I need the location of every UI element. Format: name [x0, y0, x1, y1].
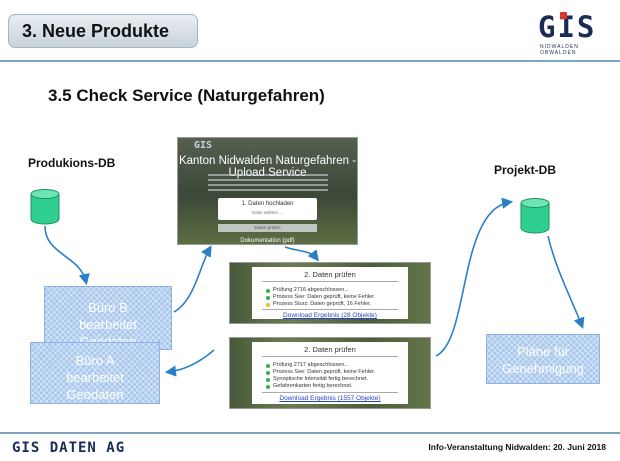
upload-step1-label: 1. Daten hochladen — [241, 201, 294, 207]
title-tab: 3. Neue Produkte — [8, 14, 198, 48]
result-2-item: Synoptische Intensität fertig berechnet. — [266, 376, 375, 383]
result-1-list: Prüfung 2716 abgeschlossen... Prozess Se… — [266, 287, 375, 308]
result-2-item: Prüfung 2717 abgeschlossen... — [266, 362, 375, 369]
buero-a-line3: Geodaten — [66, 387, 124, 402]
logo-dot — [560, 12, 567, 19]
buero-b-line1: Büro B — [88, 300, 128, 315]
arrow-db-to-buero-b — [44, 225, 90, 286]
plaene-line2: Genehmigung — [502, 361, 584, 376]
arrow-result-2-to-projekt-db — [435, 197, 514, 357]
documentation-link[interactable]: Dokumentation (pdf) — [240, 238, 295, 244]
projekt-db-icon — [520, 198, 550, 234]
result-1-item: Prozess Sturz: Daten geprüft, 16 Fehler. — [266, 301, 375, 308]
arrow-result-2-to-buero-a — [164, 349, 215, 377]
result-1-rule — [262, 309, 398, 310]
event-info: Info-Veranstaltung Nidwalden: 20. Juni 2… — [428, 442, 606, 452]
gis-logo: GIS NIDWALDEN OBWALDEN — [538, 10, 606, 56]
result-2-heading: 2. Daten prüfen — [304, 345, 356, 354]
buero-b-line3: Geodaten — [45, 333, 171, 350]
logo-tagline: NIDWALDEN OBWALDEN — [540, 44, 579, 56]
projekt-db-label: Projekt-DB — [494, 163, 557, 177]
upload-step1-hint: Datei wählen ... — [251, 210, 284, 215]
upload-step1-box[interactable]: 1. Daten hochladen Datei wählen ... — [218, 198, 317, 220]
slide-title: 3. Neue Produkte — [22, 21, 170, 41]
buero-b-line2: bearbeitet — [79, 317, 137, 332]
plaene-line1: Pläne für — [516, 344, 570, 359]
plaene-box: Pläne für Genehmigung — [486, 334, 600, 384]
arrow-upload-to-result-1 — [284, 246, 319, 262]
result-2-download-link[interactable]: Download Ergebnis (1557 Objekte) — [279, 395, 381, 402]
result-2-rule — [262, 356, 398, 357]
buero-b-box: Büro B bearbeitet Geodaten — [44, 286, 172, 350]
result-1-item: Prüfung 2716 abgeschlossen... — [266, 287, 375, 294]
upload-service-screenshot: GIS Kanton Nidwalden Naturgefahren - Upl… — [177, 137, 358, 245]
result-1-item: Prozess See: Daten geprüft, keine Fehler… — [266, 294, 375, 301]
buero-a-box: Büro A bearbeitet Geodaten — [30, 342, 160, 404]
result-1-download-link[interactable]: Download Ergebnis (28 Objekte) — [283, 312, 377, 319]
produktions-db-label: Produkions-DB — [28, 156, 116, 170]
daten-pruefen-button[interactable]: Daten prüfen — [218, 224, 317, 232]
footer: GIS DATEN AG Info-Veranstaltung Nidwalde… — [0, 432, 620, 461]
upload-description — [208, 174, 328, 194]
company-name: GIS DATEN AG — [12, 440, 126, 456]
buero-a-line1: Büro A — [75, 353, 115, 368]
upload-brand: GIS — [194, 140, 213, 151]
result-2-item: Prozess See: Daten geprüft, keine Fehler… — [266, 369, 375, 376]
arrow-projekt-db-to-plaene — [547, 235, 585, 329]
arrow-buero-b-to-upload — [173, 245, 212, 313]
result-1-screenshot: 2. Daten prüfen Prüfung 2716 abgeschloss… — [229, 262, 431, 324]
produktions-db-icon — [30, 189, 60, 225]
result-2-screenshot: 2. Daten prüfen Prüfung 2717 abgeschloss… — [229, 337, 431, 409]
result-2-card: 2. Daten prüfen Prüfung 2717 abgeschloss… — [252, 342, 408, 404]
result-1-card: 2. Daten prüfen Prüfung 2716 abgeschloss… — [252, 267, 408, 319]
result-1-heading: 2. Daten prüfen — [304, 270, 356, 279]
result-1-rule — [262, 281, 398, 282]
buero-a-line2: bearbeitet — [66, 370, 124, 385]
result-2-item: Gefahrenkarten fertig berechnet. — [266, 383, 375, 390]
slide-subtitle: 3.5 Check Service (Naturgefahren) — [48, 86, 325, 105]
result-2-rule — [262, 392, 398, 393]
result-2-list: Prüfung 2717 abgeschlossen... Prozess Se… — [266, 362, 375, 390]
